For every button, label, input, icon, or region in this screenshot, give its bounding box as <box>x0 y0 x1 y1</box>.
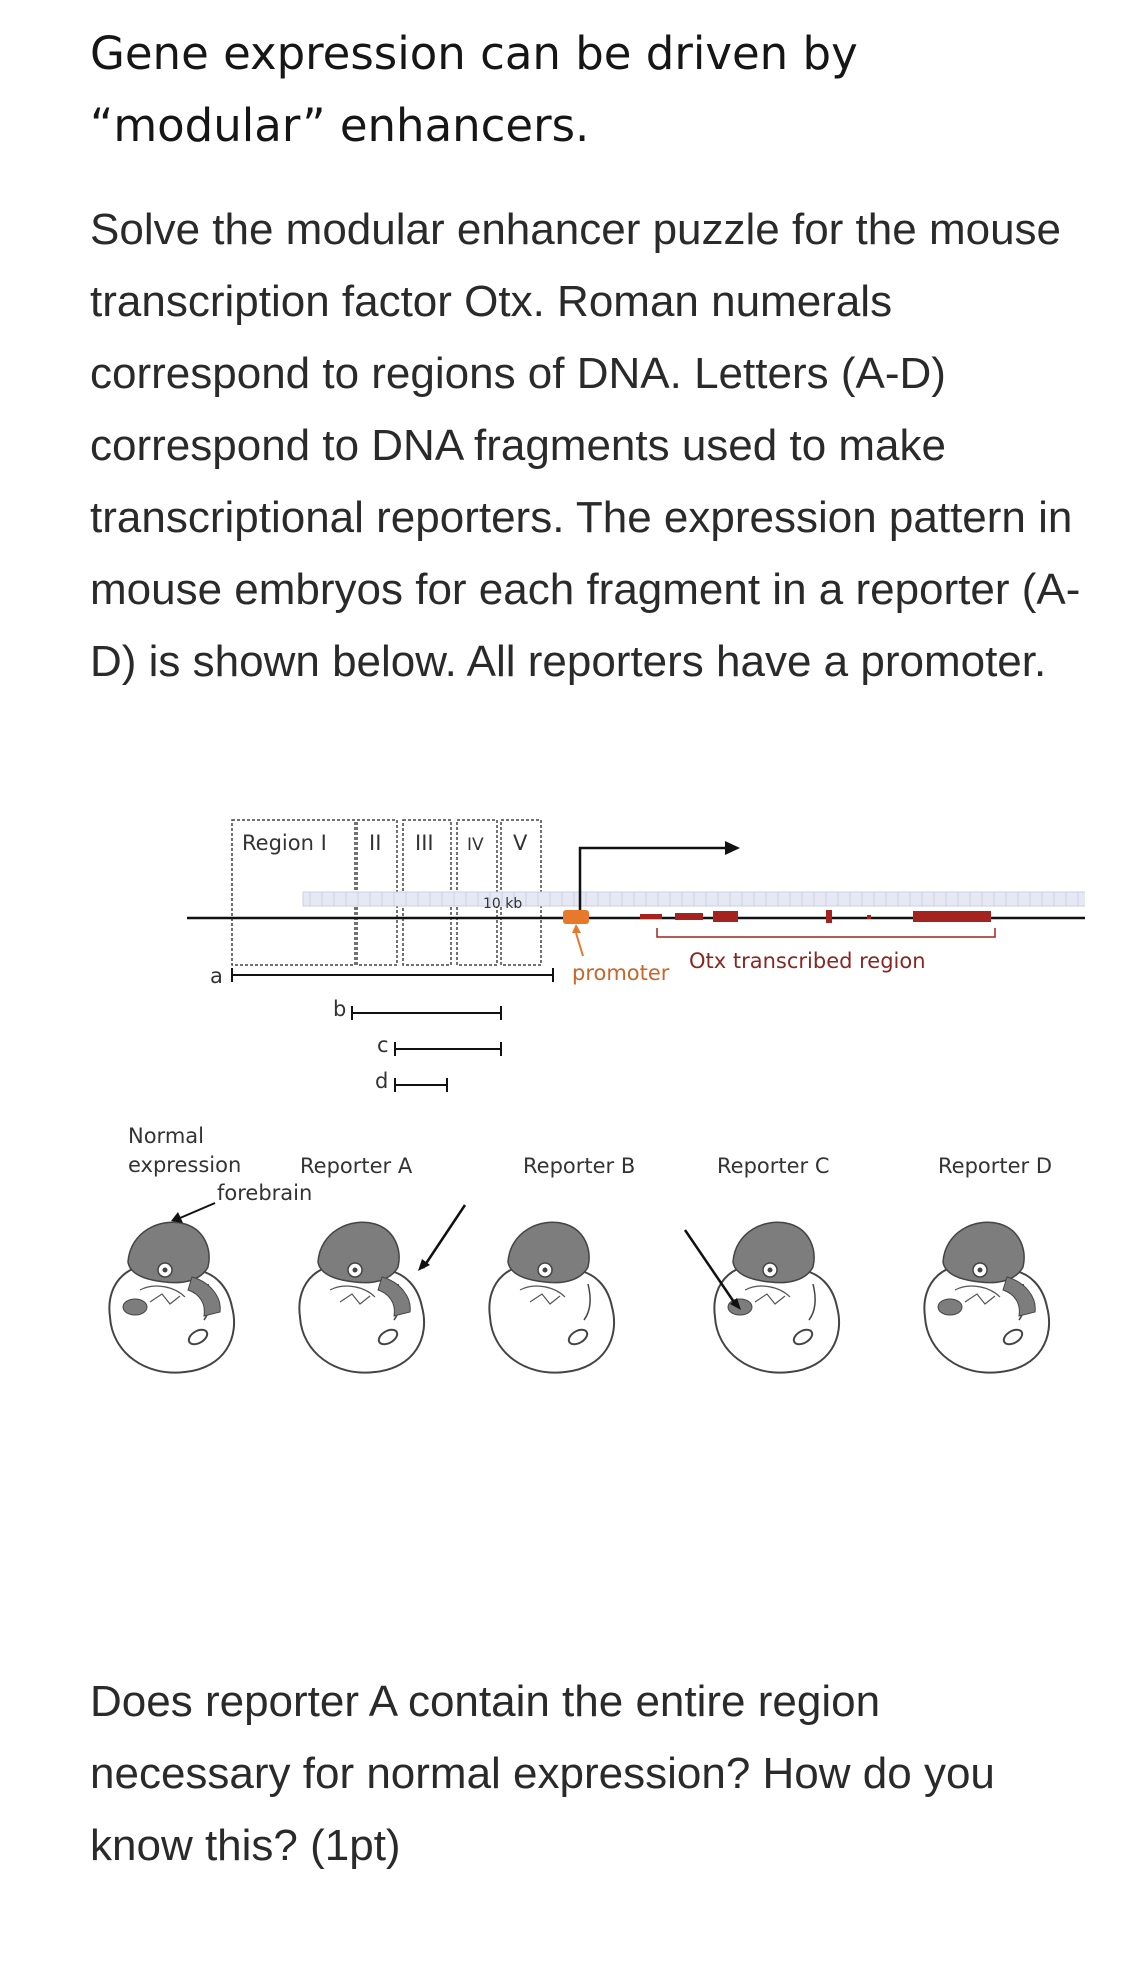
intro-paragraph: Solve the modular enhancer puzzle for th… <box>90 205 1081 686</box>
promoter-label: promoter <box>572 961 670 985</box>
reporter-d-label: Reporter D <box>938 1154 1052 1178</box>
region-label-iv: IV <box>467 835 484 855</box>
fragments <box>231 968 554 1092</box>
transcribed-bracket <box>656 928 996 938</box>
enhancer-figure: Region I II III IV V 10 kb promoter <box>108 819 1085 1374</box>
forebrain-arrow <box>179 1202 216 1219</box>
normal-label-line1: Normal <box>128 1124 204 1148</box>
scale-label: 10 kb <box>483 896 522 912</box>
reporter-a-arrow <box>421 1204 467 1269</box>
normal-label-line2: expression <box>128 1153 241 1177</box>
reporter-c-arrow <box>683 1229 738 1306</box>
fragment-label-a: a <box>210 964 223 988</box>
otx-exons <box>640 910 991 923</box>
region-label-iii: III <box>415 831 434 855</box>
region-label-i: Region I <box>242 831 327 855</box>
embryo-reporter-b <box>488 1221 616 1374</box>
tss-arrow <box>578 846 725 918</box>
transcribed-label: Otx transcribed region <box>689 949 926 973</box>
promoter-pointer-head <box>572 924 581 933</box>
embryo-reporter-a <box>298 1204 467 1374</box>
forebrain-label: forebrain <box>217 1181 312 1205</box>
embryo-reporter-d <box>923 1221 1051 1374</box>
exon <box>675 913 703 920</box>
promoter-pointer <box>575 932 584 957</box>
reporter-c-label: Reporter C <box>717 1154 830 1178</box>
page-title: Gene expression can be driven by “modula… <box>90 27 858 152</box>
promoter-box <box>563 910 589 924</box>
region-label-ii: II <box>369 831 381 855</box>
reporter-b-label: Reporter B <box>523 1154 635 1178</box>
fragment-label-b: b <box>333 997 346 1021</box>
fragment-label-c: c <box>377 1033 389 1057</box>
exon <box>640 914 662 919</box>
embryo-reporter-c <box>683 1221 841 1374</box>
gene-map: Region I II III IV V 10 kb promoter <box>187 819 1085 1093</box>
region-label-v: V <box>513 831 528 855</box>
exon <box>713 911 738 922</box>
tss-arrowhead <box>725 841 740 855</box>
fragment-label-d: d <box>375 1069 388 1093</box>
question-paragraph: Does reporter A contain the entire regio… <box>90 1677 995 1870</box>
genome-track <box>302 891 1085 907</box>
reporter-a-label: Reporter A <box>300 1154 413 1178</box>
exon <box>913 911 991 922</box>
exon <box>826 910 832 923</box>
embryo-normal <box>108 1202 236 1374</box>
exon <box>867 915 871 919</box>
